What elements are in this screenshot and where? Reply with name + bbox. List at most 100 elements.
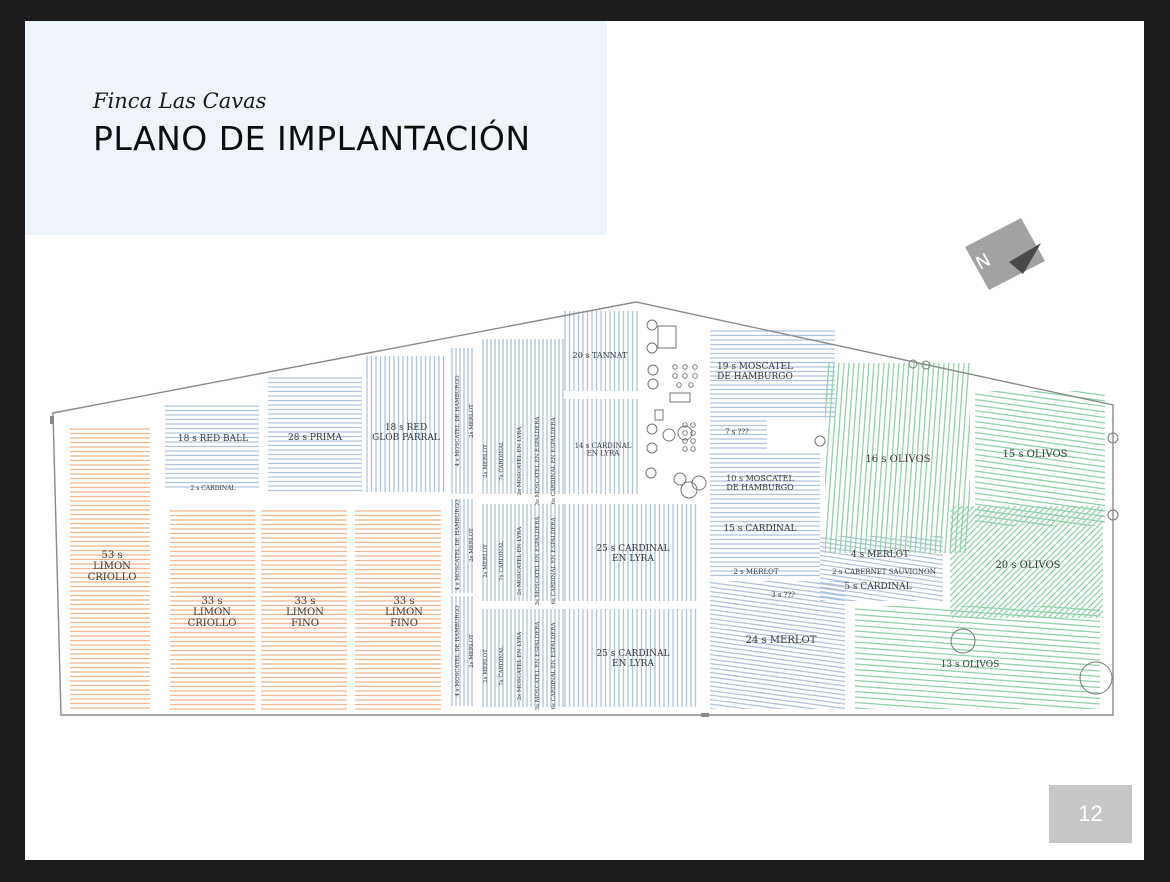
- plot-limon-33-criollo: [170, 510, 255, 710]
- label-vertical-col5: 2s MOSCATEL EN LYRA: [517, 631, 523, 701]
- plot-red-ball: [165, 405, 259, 488]
- label-vertical-col2: 2s MERLOT: [469, 404, 475, 438]
- plot-merlot-24: [710, 581, 845, 709]
- site-feature-dot: [672, 364, 678, 370]
- plot-olivos-15: [975, 391, 1105, 526]
- title-panel: Finca Las Cavas PLANO DE IMPLANTACIÓN: [25, 21, 607, 235]
- site-feature-circle: [646, 423, 658, 435]
- compass-arrow: [1009, 243, 1041, 274]
- plot-col-c: [451, 596, 473, 706]
- plot-cardinal-lyra-25b: [564, 609, 697, 707]
- label-vertical-col5: 2s MOSCATEL EN LYRA: [517, 426, 523, 496]
- site-feature-dot: [682, 364, 688, 370]
- plot-tannat: [564, 311, 638, 391]
- label-tannat: 20 s TANNAT: [573, 351, 628, 360]
- site-feature-dot: [690, 422, 696, 428]
- slide-title: PLANO DE IMPLANTACIÓN: [93, 119, 531, 158]
- label-cardinal-15: 15 s CARDINAL: [723, 524, 796, 534]
- site-feature-circle: [646, 319, 658, 331]
- label-prima: 28 s PRIMA: [288, 433, 342, 443]
- plot-cardinal-lyra-14: [564, 399, 638, 494]
- plot-olivos-16: [825, 363, 970, 553]
- plot-prima: [268, 377, 362, 492]
- slide: Finca Las Cavas PLANO DE IMPLANTACIÓN N …: [25, 21, 1144, 860]
- plot-col-a: [451, 348, 473, 494]
- small-building: [669, 392, 691, 403]
- site-feature-circle: [677, 425, 693, 441]
- site-feature-dot: [692, 364, 698, 370]
- label-vertical-col3: 2s MERLOT: [483, 544, 489, 578]
- site-feature-circle: [691, 475, 707, 491]
- plot-col-b: [451, 499, 473, 593]
- label-vertical-col6: 3s MOSCATEL EN ESPALDERA: [535, 516, 541, 606]
- label-unknown-7: 7 s ???: [725, 428, 749, 436]
- site-feature-circle: [647, 364, 659, 376]
- label-vertical-col7: 6s CARDINAL EN ESPALDERA: [551, 622, 557, 710]
- plot-moscatel-10: [710, 453, 820, 577]
- label-vertical-col1: 4 s MOSCATEL DE HAMBURGO: [455, 605, 461, 696]
- gate-marker: [50, 416, 54, 424]
- site-feature-circle: [646, 342, 658, 354]
- plot-hatching: [70, 311, 1105, 710]
- site-feature-circle: [662, 428, 676, 442]
- label-olivos-16: 16 s OLIVOS: [865, 454, 930, 465]
- page-number: 12: [1049, 785, 1132, 843]
- plot-limon-33-fino-a: [261, 510, 347, 710]
- label-vertical-col4: 7s CARDINAL: [499, 541, 505, 581]
- plot-limon-53: [70, 428, 150, 709]
- label-vertical-col6: 3s MOSCATEL EN ESPALDERA: [535, 416, 541, 506]
- plot-limon-33-fino-b: [355, 510, 441, 710]
- label-cabernet-2: 2 s CABERNET SAUVIGNON: [832, 568, 936, 576]
- label-olivos-15: 15 s OLIVOS: [1002, 449, 1067, 460]
- site-feature-circle: [814, 435, 826, 447]
- plot-red-glob: [366, 356, 445, 492]
- plot-cols-2: [482, 504, 564, 601]
- label-merlot-24: 24 s MERLOT: [746, 635, 817, 646]
- plot-olivos-20: [950, 506, 1103, 618]
- site-feature-dot: [672, 373, 678, 379]
- label-cardinal-5: 5 s CARDINAL: [844, 582, 911, 592]
- label-unknown-3: 3 s ???: [771, 591, 795, 599]
- label-vertical-col4: 7s CARDINAL: [499, 441, 505, 481]
- site-feature-circle: [673, 472, 687, 486]
- label-merlot-2: 2 s MERLOT: [733, 568, 778, 576]
- site-feature-dot: [690, 446, 696, 452]
- label-vertical-col6: 3s MOSCATEL EN ESPALDERA: [535, 621, 541, 711]
- label-vertical-col3: 2s MERLOT: [483, 649, 489, 683]
- plot-cols-3: [482, 609, 564, 707]
- plot-olivos-13: [855, 606, 1100, 709]
- plot-merlot-4: [820, 536, 943, 601]
- label-red-ball: 18 s RED BALL: [178, 434, 248, 444]
- site-feature-dot: [682, 373, 688, 379]
- plot-moscatel-19: [710, 330, 835, 418]
- plot-cardinal-lyra-25a: [564, 504, 697, 601]
- site-feature-circle: [646, 442, 658, 454]
- label-vertical-col4: 7s CARDINAL: [499, 646, 505, 686]
- site-feature-dot: [688, 382, 694, 388]
- compass-plate: [965, 218, 1045, 290]
- label-cardinal-2: 2 s CARDINAL: [191, 485, 236, 492]
- site-feature-dot: [682, 438, 688, 444]
- small-building: [654, 409, 664, 421]
- site-feature-dot: [682, 446, 688, 452]
- site-feature-dot: [692, 373, 698, 379]
- slide-subtitle: Finca Las Cavas: [93, 89, 267, 113]
- site-feature-dot: [676, 382, 682, 388]
- north-compass: N: [965, 218, 1045, 290]
- site-feature-circle: [647, 378, 659, 390]
- site-feature-circle: [908, 359, 918, 369]
- site-feature-dot: [682, 422, 688, 428]
- label-vertical-col5: 2s MOSCATEL EN LYRA: [517, 526, 523, 596]
- site-feature-circle: [645, 467, 657, 479]
- site-feature-dot: [682, 430, 688, 436]
